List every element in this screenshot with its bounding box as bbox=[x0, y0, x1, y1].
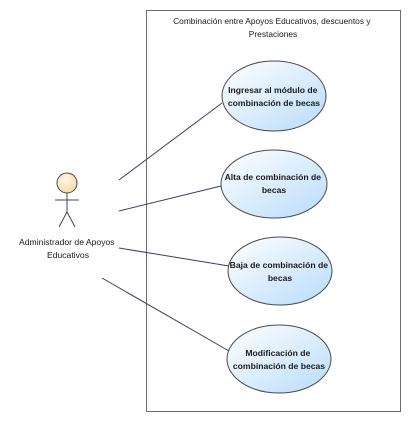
use-case-label: Ingresar al módulo de combinación de bec… bbox=[228, 85, 320, 108]
use-case-ellipse[interactable] bbox=[227, 236, 333, 306]
actor-figure bbox=[55, 172, 79, 228]
use-case-ellipse[interactable] bbox=[221, 60, 327, 132]
use-case-label: Modificación de combinación de becas bbox=[233, 348, 325, 371]
use-case-baja[interactable]: Baja de combinación de becas bbox=[227, 236, 333, 306]
actor-leg-left bbox=[58, 211, 68, 228]
actor-head bbox=[56, 172, 78, 194]
system-title-line-2: Prestaciones bbox=[249, 29, 297, 39]
association-modificacion bbox=[101, 277, 230, 352]
actor-leg-right bbox=[66, 211, 76, 228]
system-title-line-1: Combinación entre Apoyos Educativos, des… bbox=[173, 16, 371, 26]
actor-label-line-2: Educativos bbox=[47, 250, 89, 260]
use-case-ellipse[interactable] bbox=[226, 324, 332, 394]
actor-label-line-1: Administrador de Apoyos bbox=[19, 237, 115, 247]
use-case-ingresar[interactable]: Ingresar al módulo de combinación de bec… bbox=[221, 60, 327, 132]
use-case-modificacion[interactable]: Modificación de combinación de becas bbox=[226, 324, 332, 394]
associations bbox=[101, 102, 230, 352]
association-ingresar bbox=[118, 102, 223, 181]
association-baja bbox=[118, 247, 230, 267]
system-title: Combinación entre Apoyos Educativos, des… bbox=[173, 16, 373, 39]
association-alta bbox=[118, 185, 222, 212]
use-case-ellipse[interactable] bbox=[220, 149, 328, 219]
use-case-alta[interactable]: Alta de combinación de becas bbox=[220, 149, 328, 219]
use-case-label: Alta de combinación de becas bbox=[225, 172, 324, 195]
actor-label: Administrador de Apoyos Educativos bbox=[19, 237, 117, 260]
use-case-label: Baja de combinación de becas bbox=[230, 260, 331, 283]
